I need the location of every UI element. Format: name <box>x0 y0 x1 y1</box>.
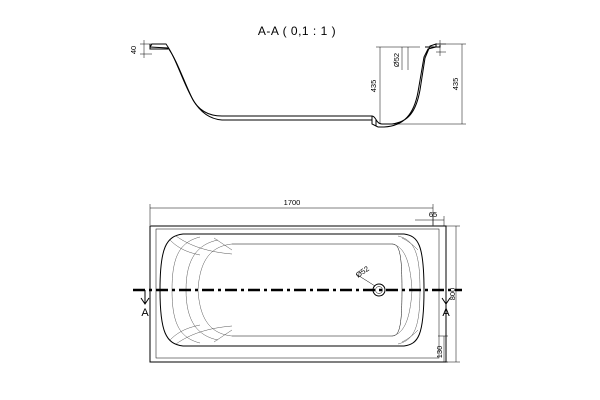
foot-contour-3 <box>401 237 419 343</box>
drain-diameter-plan-label: Ø52 <box>354 264 371 280</box>
dim-rim-right <box>436 40 446 56</box>
rim-thickness-label: 40 <box>129 46 138 54</box>
section-mark-right: A <box>442 307 450 319</box>
section-mark-left: A <box>141 307 149 319</box>
dim-rim-offset: 65 <box>415 210 445 226</box>
depth-inner-label: 435 <box>369 80 378 93</box>
dim-depth-inner: 435 <box>369 46 420 124</box>
tub-inner-rim <box>155 228 440 359</box>
drain-outlet <box>371 116 379 128</box>
dim-width: 800 <box>446 225 460 363</box>
dim-length: 1700 <box>149 198 434 225</box>
section-line: A A <box>133 288 462 319</box>
dim-depth-outer: 435 <box>384 43 466 125</box>
dim-rim-thickness: 40 <box>129 40 152 58</box>
section-view: A-A ( 0,1 : 1 ) 40 435 Ø52 <box>129 24 466 128</box>
depth-outer-label: 435 <box>451 78 460 91</box>
length-label: 1700 <box>284 198 301 207</box>
section-view-title: A-A ( 0,1 : 1 ) <box>258 24 336 38</box>
dim-side-width: 130 <box>435 335 448 363</box>
backrest-contour-6 <box>213 237 233 343</box>
backrest-contour-5 <box>175 235 233 345</box>
tub-outer-rim <box>149 225 447 363</box>
width-label: 800 <box>448 288 457 301</box>
basin-outline <box>159 233 425 347</box>
rim-left <box>149 44 168 50</box>
tub-profile-inner <box>149 46 372 121</box>
backrest-contour-4 <box>169 239 201 341</box>
rim-offset-label: 65 <box>429 210 437 219</box>
plan-view: 1700 65 Ø52 <box>133 198 462 363</box>
drain-plan: Ø52 <box>354 264 386 297</box>
drain-diameter-section-label: Ø52 <box>392 53 401 67</box>
side-width-label: 130 <box>435 346 444 359</box>
dim-drain-section: Ø52 <box>392 47 409 70</box>
